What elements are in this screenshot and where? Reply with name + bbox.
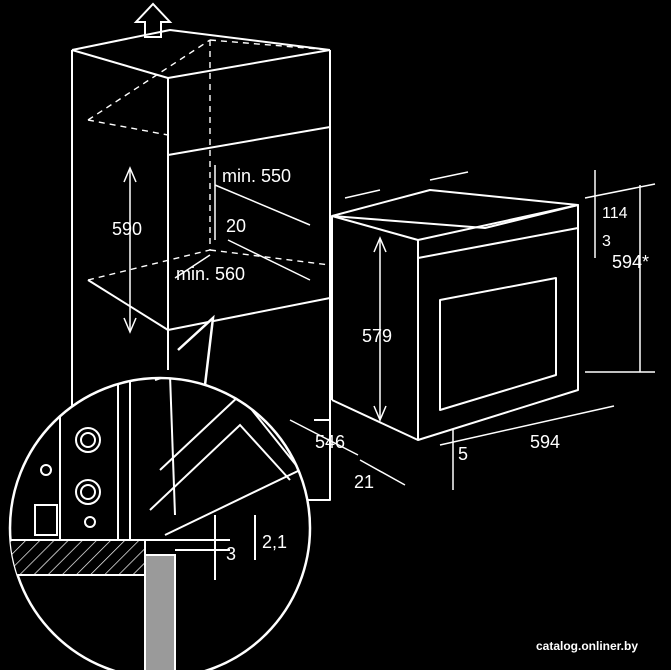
label-niche-width: min. 560 xyxy=(176,264,245,284)
label-oven-panel: 21 xyxy=(354,472,374,492)
cabinet-hidden-lines xyxy=(87,39,331,281)
label-oven-total-height: 594* xyxy=(612,252,649,272)
oven-body xyxy=(331,189,579,441)
label-niche-height: 590 xyxy=(112,219,142,239)
label-detail-a: 2,1 xyxy=(262,532,287,552)
label-niche-depth: min. 550 xyxy=(222,166,291,186)
label-oven-depth: 546 xyxy=(315,432,345,452)
niche-dimension-lines xyxy=(123,165,311,334)
label-oven-top: 114 xyxy=(602,205,628,222)
label-oven-width: 594 xyxy=(530,432,560,452)
label-oven-bottom: 5 xyxy=(458,444,468,464)
label-oven-height: 579 xyxy=(362,326,392,346)
watermark: catalog.onliner.by xyxy=(536,639,638,653)
detail-magnifier xyxy=(8,314,312,670)
label-detail-b: 3 xyxy=(226,544,236,564)
oven-dimension-lines xyxy=(289,170,656,490)
label-niche-gap: 20 xyxy=(226,216,246,236)
up-arrow-icon xyxy=(133,2,173,38)
label-oven-gap: 3 xyxy=(602,233,611,250)
cabinet-niche xyxy=(71,29,331,501)
